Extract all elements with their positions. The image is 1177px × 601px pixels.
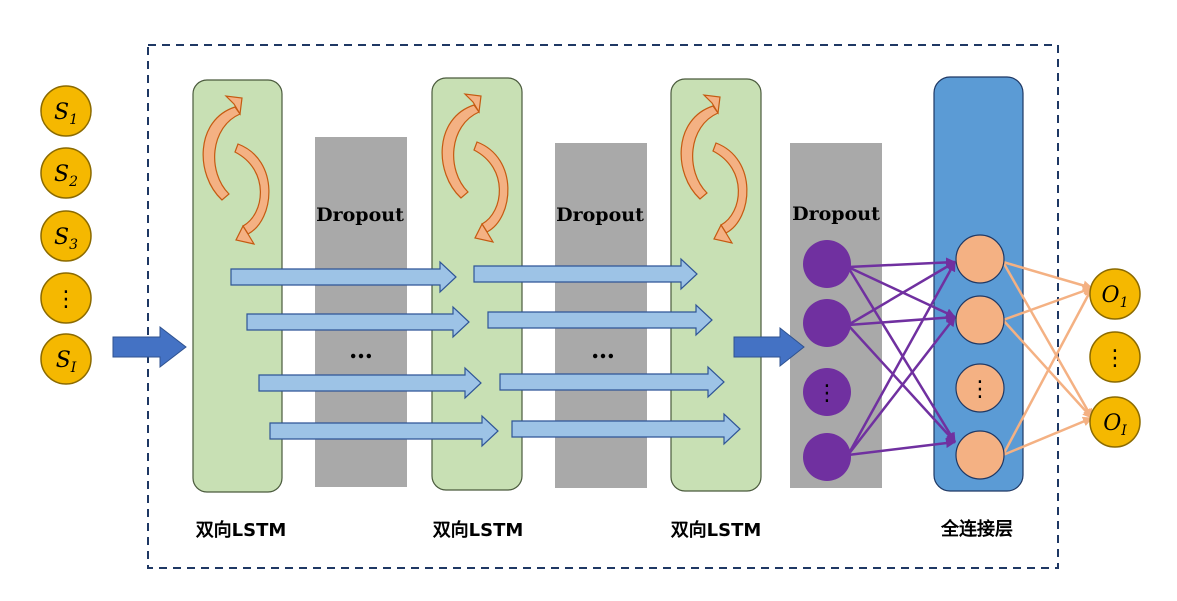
dropout-node	[803, 433, 851, 481]
svg-text:S2: S2	[54, 162, 78, 190]
svg-text:S1: S1	[54, 100, 78, 128]
dense-node	[955, 430, 1005, 480]
svg-text:⋮: ⋮	[1104, 346, 1126, 371]
dense-node-ellipsis: ⋮	[969, 377, 991, 402]
svg-text:SI: SI	[56, 348, 77, 376]
input-nodes: S1 S2 S3 ⋮ SI	[40, 85, 92, 385]
lstm-to-dense-arrow	[733, 326, 805, 368]
dropout-label-2: Dropout	[556, 204, 644, 226]
input-arrow	[112, 325, 187, 369]
dropout-node	[803, 240, 851, 288]
dropout-ellipsis-1: …	[349, 335, 373, 364]
dropout-label-1: Dropout	[316, 204, 404, 226]
dense-node	[955, 295, 1005, 345]
dropout-node	[803, 368, 851, 416]
recurrent-arrows-3	[680, 94, 748, 244]
svg-text:O1: O1	[1102, 283, 1129, 311]
input-node-ellipsis: ⋮	[40, 272, 92, 324]
purple-edges	[846, 257, 957, 457]
dense-label: 全连接层	[940, 518, 1013, 540]
dropout-nodes: ⋮	[803, 240, 851, 481]
orange-edges	[1001, 260, 1094, 457]
svg-text:⋮: ⋮	[55, 287, 77, 312]
output-node-o1: O1	[1089, 268, 1141, 320]
output-node-ellipsis: ⋮	[1089, 331, 1141, 383]
model-frame	[147, 44, 1059, 569]
dropout-node	[803, 299, 851, 347]
input-node-s2: S2	[40, 147, 92, 199]
dropout-ellipsis-2: …	[591, 335, 615, 364]
lstm-label-2: 双向LSTM	[433, 519, 524, 541]
dropout-label-3: Dropout	[792, 203, 880, 225]
output-node-oi: OI	[1089, 396, 1141, 448]
recurrent-arrows-1	[202, 95, 270, 245]
recurrent-arrows-2	[441, 93, 509, 243]
svg-text:OI: OI	[1103, 411, 1127, 439]
input-node-s3: S3	[40, 210, 92, 262]
flow-arrows	[230, 257, 741, 448]
dense-node	[955, 363, 1005, 413]
output-nodes: O1 ⋮ OI	[1089, 268, 1141, 448]
input-node-s1: S1	[40, 85, 92, 137]
svg-text:S3: S3	[54, 225, 78, 253]
lstm-label-1: 双向LSTM	[196, 519, 287, 541]
dense-node	[955, 234, 1005, 284]
dropout-node-ellipsis: ⋮	[816, 381, 838, 406]
lstm-label-3: 双向LSTM	[671, 519, 762, 541]
input-node-si: SI	[40, 333, 92, 385]
dense-nodes: ⋮	[955, 234, 1005, 480]
